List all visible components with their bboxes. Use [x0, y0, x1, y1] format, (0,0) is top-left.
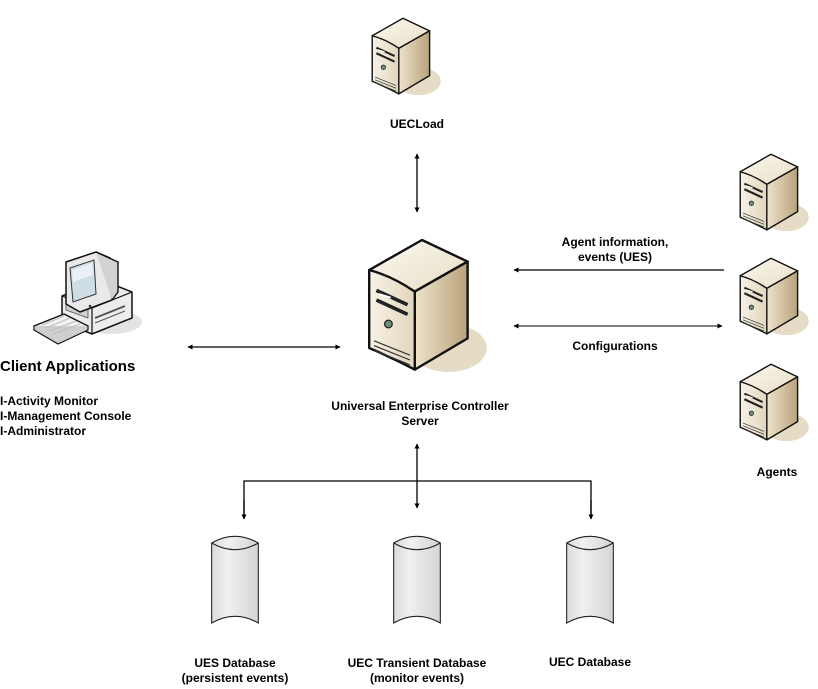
- configurations-label: Configurations: [572, 339, 658, 353]
- uec-transient-database-label-line1: UEC Transient Database: [347, 656, 487, 670]
- client-applications-title: Client Applications: [0, 358, 136, 375]
- agent-info-label: Agent information, events (UES): [540, 235, 690, 265]
- ues-database-label-line1: UES Database: [194, 656, 276, 670]
- agent-server-icon: [739, 153, 810, 233]
- agents-label: Agents: [756, 465, 798, 479]
- uecload-label: UECLoad: [390, 117, 444, 131]
- client-applications-list: I-Activity Monitor I-Management Console …: [0, 394, 131, 439]
- controller-label: Universal Enterprise Controller Server: [300, 399, 540, 429]
- client-app-item: I-Administrator: [0, 424, 87, 438]
- uec-transient-database-icon: [393, 535, 441, 624]
- uec-database-label: UEC Database: [520, 655, 660, 670]
- agent-info-label-line2: events (UES): [577, 250, 653, 264]
- controller-server-icon: [367, 238, 489, 374]
- uec-transient-database-label: UEC Transient Database (monitor events): [327, 656, 507, 686]
- ues-database-label-line2: (persistent events): [181, 671, 289, 685]
- controller-label-line1: Universal Enterprise Controller: [331, 399, 509, 413]
- uec-database-icon: [566, 535, 614, 624]
- desktop-computer-icon: [33, 251, 142, 345]
- controller-label-line2: Server: [401, 414, 439, 428]
- agent-server-icon: [739, 257, 810, 337]
- uec-database-label-line1: UEC Database: [548, 655, 632, 669]
- agent-info-label-line1: Agent information,: [561, 235, 669, 249]
- ues-database-icon: [211, 535, 259, 624]
- agent-server-icon: [739, 363, 810, 443]
- ues-database-label: UES Database (persistent events): [155, 656, 315, 686]
- uecload-server-icon: [371, 17, 442, 97]
- client-app-item: I-Management Console: [0, 409, 132, 423]
- client-app-item: I-Activity Monitor: [0, 394, 98, 408]
- database-bus-connector: [243, 480, 592, 518]
- uec-transient-database-label-line2: (monitor events): [369, 671, 464, 685]
